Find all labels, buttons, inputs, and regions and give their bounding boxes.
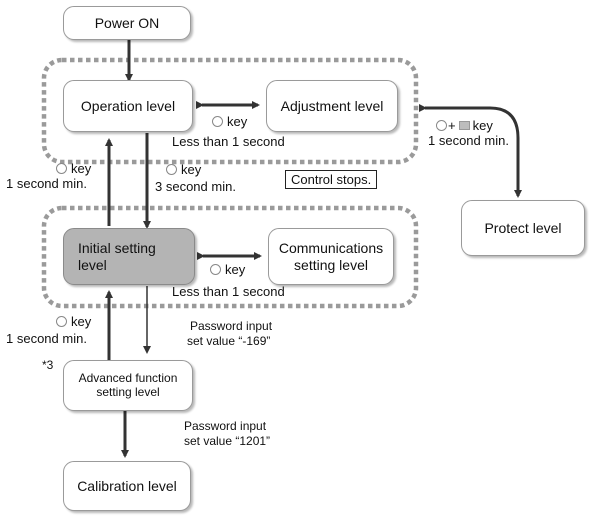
note-marker-3: *3 [42, 358, 54, 372]
op-adj-duration-label: Less than 1 second [172, 134, 285, 149]
key-icon [210, 264, 221, 275]
adv-init-duration-label: 1 second min. [6, 331, 87, 346]
protect-key-label: +key [436, 119, 493, 133]
adjustment-level-label: Adjustment level [280, 97, 384, 114]
password-input-label-1: Password input [190, 319, 273, 333]
op-init-duration-label: 3 second min. [155, 179, 236, 194]
operation-level-label: Operation level [80, 97, 176, 114]
op-adj-key-label: key [212, 115, 247, 129]
protect-level-box: Protect level [461, 200, 585, 256]
op-init-key-label: key [166, 163, 201, 177]
init-op-key-label: key [56, 162, 91, 176]
key-icon [56, 316, 67, 327]
mode-key-icon [458, 121, 470, 130]
power-on-label: Power ON [94, 14, 160, 31]
initial-setting-level-label: Initial setting level [78, 240, 156, 273]
password-value-1201: set value “1201” [184, 434, 271, 448]
initial-group-outline [41, 205, 419, 309]
advanced-function-level-box: Advanced function setting level [63, 360, 193, 411]
protect-level-label: Protect level [484, 219, 562, 236]
init-op-duration-label: 1 second min. [6, 176, 87, 191]
init-comm-key-label: key [210, 263, 245, 277]
operation-level-box: Operation level [63, 80, 193, 132]
password-input-label-2: Password input [184, 419, 267, 433]
control-stops-note: Control stops. [285, 170, 378, 189]
password-value-169: set value “-169” [187, 334, 271, 348]
key-icon [56, 163, 67, 174]
init-comm-duration-label: Less than 1 second [172, 284, 285, 299]
initial-setting-level-box: Initial setting level [63, 228, 195, 285]
key-icon [166, 164, 177, 175]
communications-level-label: Communications setting level [278, 240, 384, 273]
adv-init-key-label: key [56, 315, 91, 329]
calibration-level-box: Calibration level [63, 461, 191, 511]
communications-level-box: Communications setting level [268, 228, 394, 285]
protect-duration-label: 1 second min. [428, 133, 509, 148]
operation-group-outline [41, 57, 419, 165]
power-on-box: Power ON [63, 6, 191, 40]
key-icon [212, 116, 223, 127]
key-icon [436, 120, 447, 131]
advanced-function-level-label: Advanced function setting level [78, 370, 178, 399]
arrow-protect-adjustment [419, 104, 522, 198]
calibration-level-label: Calibration level [77, 477, 177, 494]
adjustment-level-box: Adjustment level [266, 80, 398, 132]
